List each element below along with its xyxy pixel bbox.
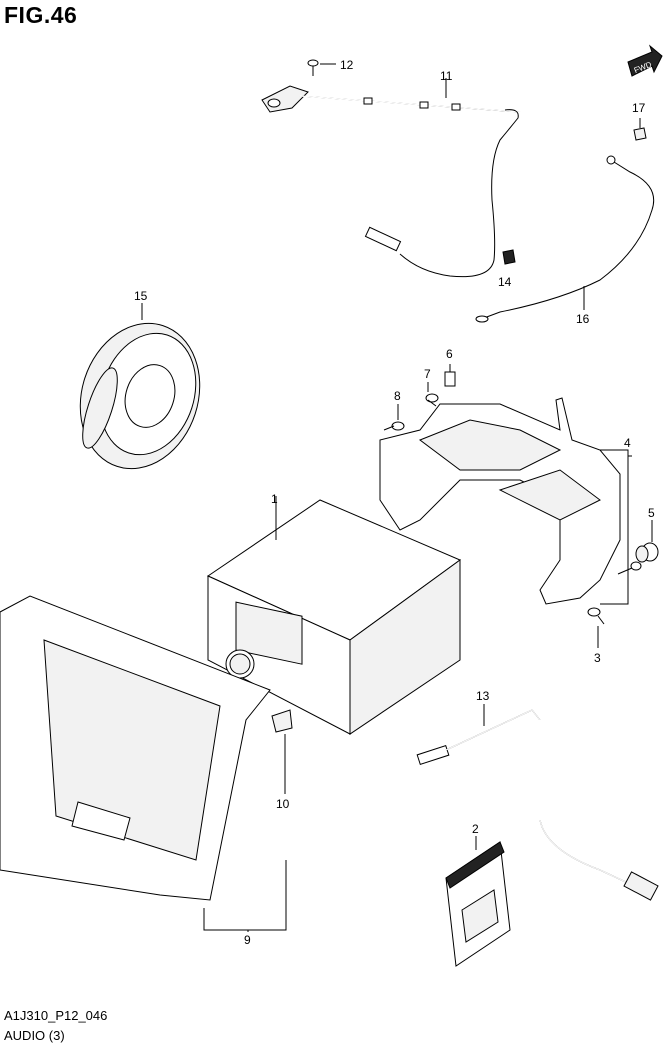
bracket-screw (617, 561, 642, 575)
callout-14: 14 (498, 275, 512, 289)
callout-12: 12 (340, 58, 354, 72)
callout-8: 8 (394, 389, 401, 403)
callout-9: 9 (244, 933, 251, 947)
callout-17: 17 (632, 101, 646, 115)
callout-2: 2 (472, 822, 479, 836)
part-15-speaker (79, 303, 201, 470)
callout-10: 10 (276, 797, 290, 811)
part-6-nut (444, 364, 456, 387)
part-5-grommet (635, 520, 659, 563)
part-16-ground-wire (475, 155, 655, 323)
part-17-bolt (633, 118, 647, 141)
callout-13: 13 (476, 689, 490, 703)
callout-4: 4 (624, 436, 631, 450)
callout-15: 15 (134, 289, 148, 303)
callout-16: 16 (576, 312, 590, 326)
fwd-arrow-icon: FWD (627, 44, 663, 77)
callout-11: 11 (440, 69, 453, 83)
part-12-screw (307, 59, 336, 76)
callout-7: 7 (424, 367, 431, 381)
part-2-manual (445, 836, 511, 967)
callout-6: 6 (446, 347, 453, 361)
part-8-screw (383, 404, 405, 431)
part-1-audio-unit (206, 496, 462, 735)
part-7-screw (425, 382, 439, 407)
figure-subtitle: AUDIO (3) (4, 1028, 65, 1043)
part-4-bracket (379, 397, 632, 605)
figure-title: FIG.46 (4, 2, 78, 28)
figure-code: A1J310_P12_046 (4, 1008, 108, 1023)
part-11-antenna-cable (261, 78, 521, 278)
part-14-clip (502, 249, 516, 265)
callout-5: 5 (648, 506, 655, 520)
part-3-screw (587, 607, 605, 648)
callout-3: 3 (594, 651, 601, 665)
part-13-antenna-extension (416, 704, 659, 901)
part-9-panel (0, 595, 287, 932)
part-10-clip (271, 709, 293, 794)
callout-1: 1 (271, 492, 278, 506)
